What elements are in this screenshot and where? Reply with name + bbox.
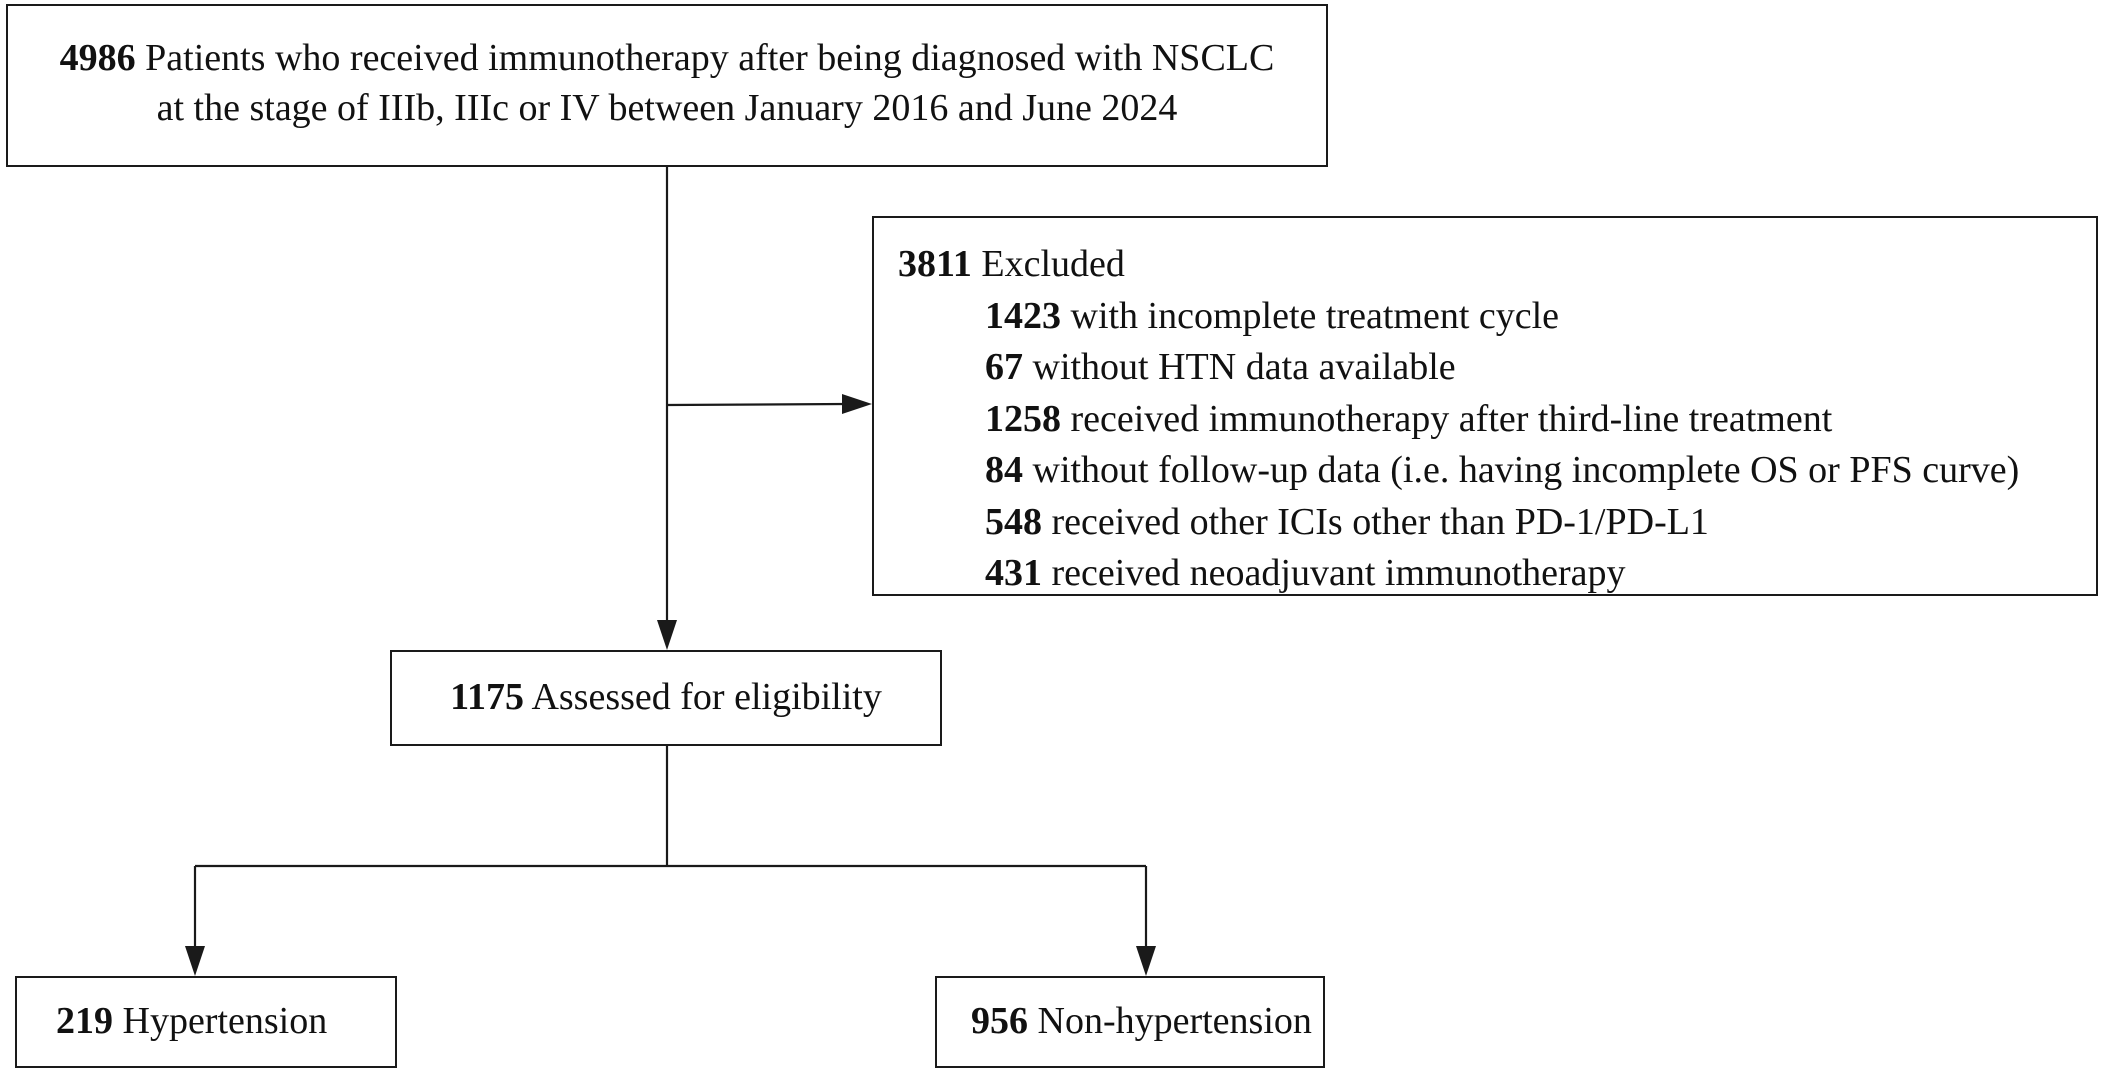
exclusion-reason-text: without follow-up data (i.e. having inco…	[1023, 449, 2020, 491]
enrolled-description-line-1: Patients who received immunotherapy afte…	[135, 37, 1275, 79]
hypertension-count: 219	[56, 1000, 113, 1042]
hypertension-label: Hypertension	[113, 1000, 328, 1042]
non-hypertension-box: 956 Non-hypertension	[935, 976, 1325, 1068]
hypertension-box: 219 Hypertension	[15, 976, 397, 1068]
exclusion-reason: 84 without follow-up data (i.e. having i…	[898, 445, 2096, 497]
exclusion-reason-text: received neoadjuvant immunotherapy	[1042, 552, 1626, 594]
non-hypertension-count: 956	[971, 1000, 1028, 1042]
exclusion-reason-text: received other ICIs other than PD-1/PD-L…	[1042, 500, 1709, 543]
arrowhead-to-excluded	[842, 394, 872, 414]
arrowhead-to-hypertension	[185, 946, 205, 976]
excluded-count: 3811	[898, 243, 972, 285]
exclusion-reason-count: 1423	[985, 294, 1061, 337]
exclusion-reason: 1258 received immunotherapy after third-…	[898, 394, 2096, 446]
assessed-count: 1175	[450, 676, 525, 718]
excluded-label: Excluded	[971, 243, 1125, 285]
enrolled-count: 4986	[59, 37, 136, 79]
connector-to-excluded	[666, 402, 847, 407]
exclusion-reason-count: 548	[985, 500, 1042, 543]
exclusion-reason-count: 67	[985, 346, 1023, 388]
exclusion-reason: 548 received other ICIs other than PD-1/…	[898, 497, 2096, 549]
arrowhead-to-assessed	[657, 620, 677, 650]
exclusion-reason: 67 without HTN data available	[898, 342, 2096, 394]
enrolled-line-1: 4986 Patients who received immunotherapy…	[8, 33, 1326, 83]
exclusion-reason: 1423 with incomplete treatment cycle	[898, 291, 2096, 343]
enrolled-patients-box: 4986 Patients who received immunotherapy…	[6, 4, 1328, 167]
exclusion-reason-text: with incomplete treatment cycle	[1061, 294, 1560, 337]
non-hypertension-label: Non-hypertension	[1028, 1000, 1312, 1042]
exclusion-reason-count: 431	[985, 552, 1042, 594]
assessed-label: Assessed for eligibility	[524, 676, 882, 718]
exclusion-reason: 431 received neoadjuvant immunotherapy	[898, 548, 2096, 600]
excluded-box: 3811 Excluded 1423 with incomplete treat…	[872, 216, 2098, 596]
exclusion-reason-count: 1258	[985, 397, 1061, 440]
excluded-header: 3811 Excluded	[898, 239, 2096, 291]
assessed-box: 1175 Assessed for eligibility	[390, 650, 942, 746]
exclusion-reason-text: received immunotherapy after third-line …	[1061, 397, 1833, 440]
exclusion-reason-text: without HTN data available	[1023, 346, 1456, 388]
exclusion-reason-count: 84	[985, 449, 1023, 491]
enrolled-description-line-2: at the stage of IIIb, IIIc or IV between…	[156, 87, 1178, 129]
arrowhead-to-non-hypertension	[1136, 946, 1156, 976]
